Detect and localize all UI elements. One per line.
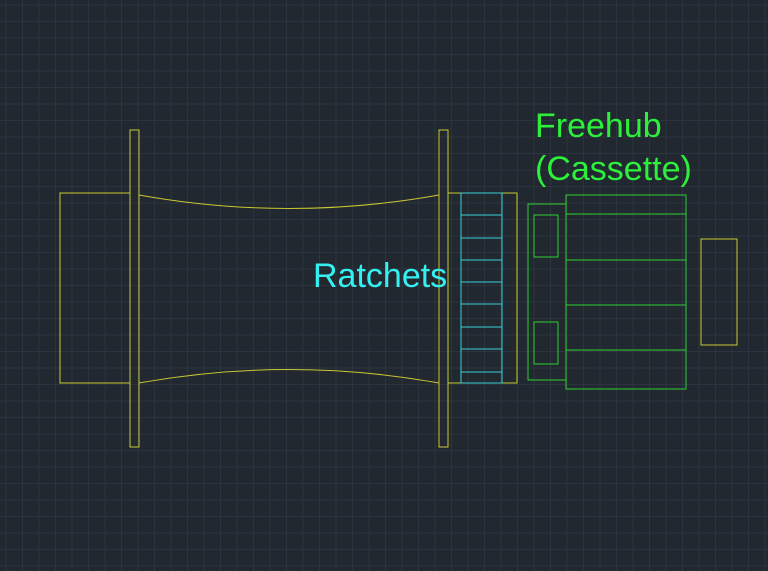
- ratchet-tooth-lines: [461, 214, 502, 373]
- freehub-bearing-bottom: [533, 321, 559, 365]
- hub-body-top-curve: [138, 194, 440, 209]
- cassette-label: (Cassette): [535, 150, 692, 188]
- freehub-body: [527, 194, 687, 390]
- freehub-label: Freehub: [535, 107, 662, 145]
- cassette-body: [565, 194, 687, 390]
- hub-body-bottom-curve: [138, 369, 440, 384]
- right-axle-end: [700, 238, 738, 346]
- ratchets-label: Ratchets: [313, 257, 447, 295]
- ratchet-teeth: [460, 192, 503, 384]
- freehub-bearing-top: [533, 214, 559, 258]
- left-flange: [129, 129, 140, 448]
- ratchet-ring: [460, 192, 503, 384]
